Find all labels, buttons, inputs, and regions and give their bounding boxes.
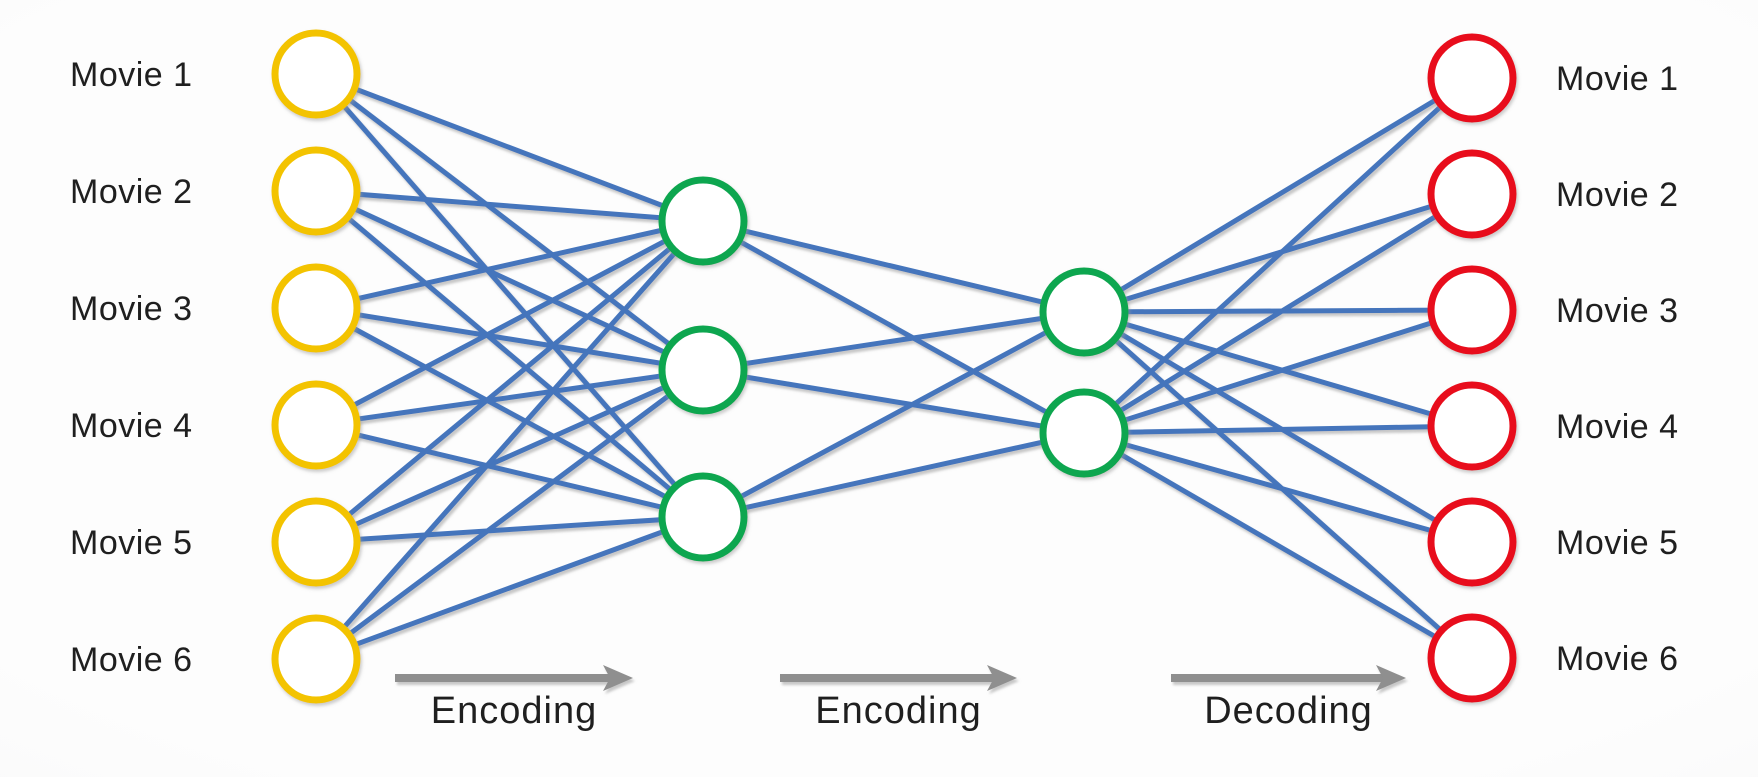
edge-layer1-to-layer2 [314, 367, 705, 662]
input-label-1: Movie 1 [70, 56, 193, 94]
edge-layer2-to-layer3 [702, 218, 1085, 315]
input-node-4 [271, 380, 361, 470]
edge-layer1-to-layer2 [315, 71, 704, 224]
arrow-head-icon [603, 665, 633, 691]
input-node-6 [271, 614, 361, 704]
output-node-3 [1427, 265, 1517, 355]
stage-label-3: Decoding [1204, 690, 1373, 732]
edge-layer3-to-layer4 [1082, 75, 1474, 315]
edge-layer1-to-layer2 [314, 219, 705, 661]
output-label-6: Movie 6 [1556, 640, 1679, 678]
input-node-2 [271, 146, 361, 236]
input-label-2: Movie 2 [70, 173, 193, 211]
output-label-5: Movie 5 [1556, 524, 1679, 562]
bottleneck-node-2 [1039, 388, 1129, 478]
edge-layer3-to-layer4 [1083, 430, 1473, 545]
edge-layer1-to-layer2 [315, 367, 704, 428]
stage-arrow-1 [395, 665, 633, 691]
output-node-2 [1427, 149, 1517, 239]
hidden-node-1 [658, 176, 748, 266]
edge-layer1-to-layer2 [314, 72, 705, 519]
output-label-2: Movie 2 [1556, 176, 1679, 214]
stage-label-1: Encoding [431, 690, 597, 732]
edge-layer1-to-layer2 [315, 305, 704, 373]
output-labels: Movie 1 Movie 2 Movie 3 Movie 4 Movie 5 Movie… [1556, 60, 1679, 678]
edge-layer3-to-layer4 [1083, 307, 1473, 436]
edge-layer2-to-layer3 [702, 430, 1085, 520]
output-node-1 [1427, 33, 1517, 123]
edge-layer3-to-layer4 [1083, 423, 1473, 436]
edge-layer3-to-layer4 [1082, 76, 1474, 435]
output-layer [1427, 33, 1517, 703]
edge-layer1-to-layer2 [314, 305, 705, 520]
stage-label-2: Encoding [815, 690, 981, 732]
edge-layer2-to-layer3 [701, 309, 1086, 520]
output-label-4: Movie 4 [1556, 408, 1679, 446]
edge-layer3-to-layer4 [1082, 191, 1474, 436]
input-label-6: Movie 6 [70, 641, 193, 679]
edge-layer1-to-layer2 [314, 218, 705, 428]
edge-layer1-to-layer2 [315, 218, 704, 311]
input-node-5 [271, 497, 361, 587]
edge-layer3-to-layer4 [1082, 430, 1474, 661]
input-layer [271, 29, 361, 704]
output-node-5 [1427, 497, 1517, 587]
edge-layer1-to-layer2 [315, 514, 704, 545]
stage-arrow-3 [1171, 665, 1406, 691]
input-labels: Movie 1 Movie 2 Movie 3 Movie 4 Movie 5 Movie… [70, 56, 193, 679]
edges-layer [314, 71, 1474, 662]
edge-layer2-to-layer3 [702, 309, 1085, 373]
edge-layer1-to-layer2 [314, 188, 705, 373]
edge-layer1-to-layer2 [314, 189, 705, 519]
hidden-node-3 [658, 472, 748, 562]
edge-layer1-to-layer2 [315, 422, 704, 520]
edge-layer1-to-layer2 [314, 219, 705, 544]
edge-layer1-to-layer2 [315, 514, 704, 662]
output-node-4 [1427, 381, 1517, 471]
edge-layer2-to-layer3 [702, 367, 1085, 436]
output-node-6 [1427, 613, 1517, 703]
input-label-4: Movie 4 [70, 407, 193, 445]
bottleneck-layer [1039, 267, 1129, 478]
input-label-5: Movie 5 [70, 524, 193, 562]
arrow-head-icon [987, 665, 1017, 691]
input-label-3: Movie 3 [70, 290, 193, 328]
bottleneck-node-1 [1039, 267, 1129, 357]
edge-layer1-to-layer2 [314, 367, 705, 545]
output-label-1: Movie 1 [1556, 60, 1679, 98]
edge-layer1-to-layer2 [315, 188, 704, 224]
hidden-node-2 [658, 325, 748, 415]
edge-layer2-to-layer3 [701, 218, 1086, 436]
input-node-3 [271, 263, 361, 353]
arrow-head-icon [1376, 665, 1406, 691]
input-node-1 [271, 29, 361, 119]
hidden-layer [658, 176, 748, 562]
edge-layer1-to-layer2 [314, 72, 705, 372]
stage-arrow-2 [780, 665, 1017, 691]
output-label-3: Movie 3 [1556, 292, 1679, 330]
